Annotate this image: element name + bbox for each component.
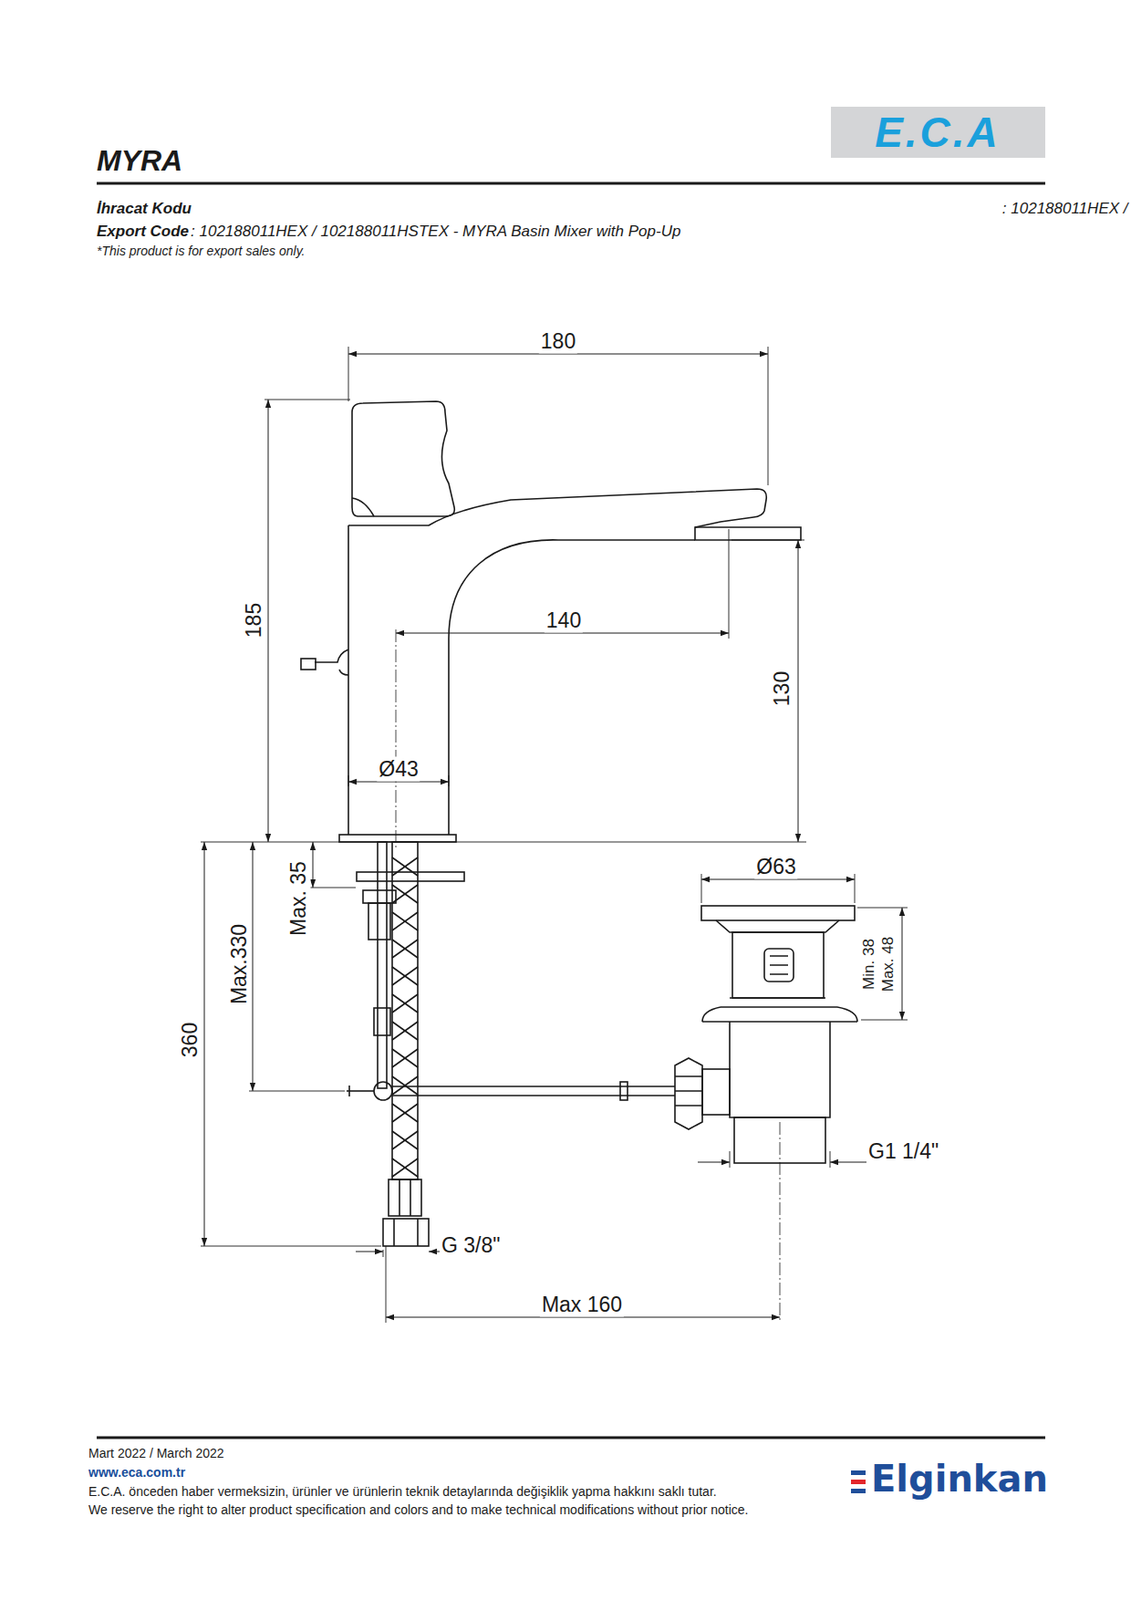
page-title: MYRA xyxy=(96,144,183,178)
disclaimer: We reserve the right to alter product sp… xyxy=(88,1502,748,1517)
export-note: *This product is for export sales only. xyxy=(96,243,306,259)
dimension-label: Ø43 xyxy=(376,757,420,782)
date-text: Mart 2022 / March 2022 xyxy=(88,1445,225,1461)
brand-logo: E.C.A xyxy=(874,107,1001,157)
thread-label: G1 1/4" xyxy=(866,1139,941,1164)
dimension-label: Max.330 xyxy=(227,922,252,1007)
brand-logo: Elginkan xyxy=(871,1457,1048,1500)
website: www.eca.com.tr xyxy=(88,1464,186,1480)
code-text: : 102188011HEX / 102188011HSTEX - MYRA B… xyxy=(190,222,681,241)
code-heading: İhracat Kodu xyxy=(96,199,192,218)
dimension-label: Min. 38 xyxy=(860,936,879,992)
dimension-label: 185 xyxy=(241,601,267,640)
dimension-label: 360 xyxy=(177,1020,203,1059)
dimension-label: Ø63 xyxy=(754,854,798,880)
dimension-label: Max. 35 xyxy=(286,859,312,938)
disclaimer: E.C.A. önceden haber vermeksizin, ürünle… xyxy=(88,1483,717,1499)
code-heading: Export Code xyxy=(96,222,189,241)
dimension-label: 130 xyxy=(769,669,795,708)
code-text: : 102188011HEX / 102188011HSTEX - MYRA K… xyxy=(1002,199,1131,218)
dimension-label: Max. 48 xyxy=(879,934,898,994)
dimension-label: 180 xyxy=(539,329,578,354)
dimension-label: Max 160 xyxy=(539,1292,624,1318)
dimension-label: 140 xyxy=(544,608,583,633)
thread-label: G 3/8" xyxy=(439,1233,502,1258)
